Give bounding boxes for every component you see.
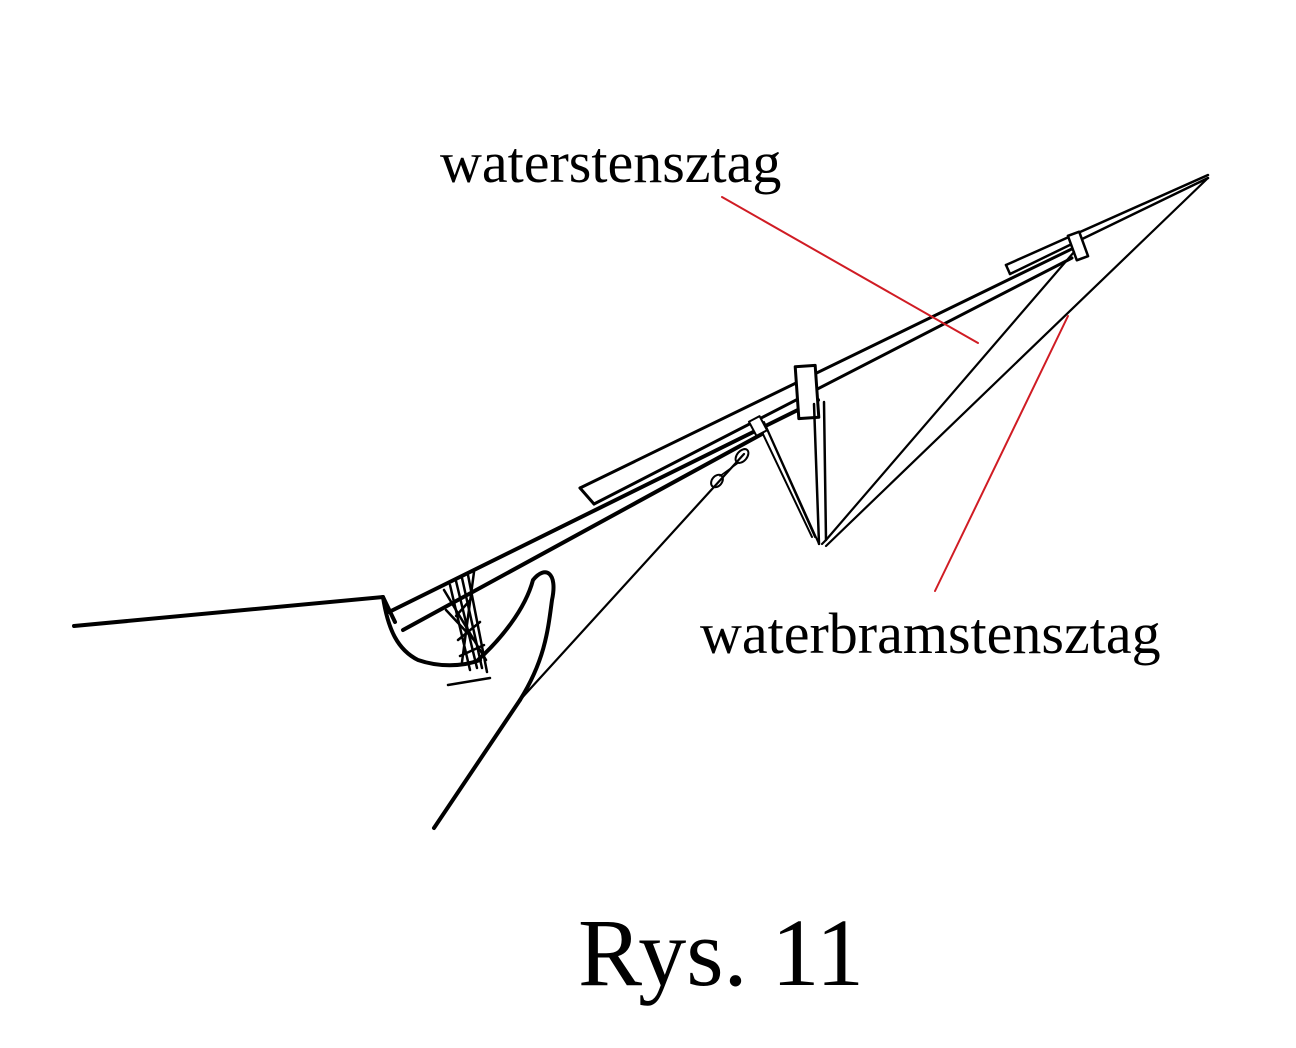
bobstay <box>432 452 746 830</box>
jibboom <box>578 242 1084 506</box>
waterstensztag-stay <box>820 250 1076 546</box>
dolphin-striker <box>812 400 828 546</box>
gammoning-lashing <box>442 570 492 687</box>
label-waterstensztag: waterstensztag <box>440 130 782 195</box>
martingale-stays <box>761 421 820 545</box>
jibboom-cap <box>1066 230 1090 262</box>
bow-hull-curve <box>381 595 482 668</box>
leader-waterbramstensztag <box>934 315 1069 592</box>
deck-line <box>72 595 397 628</box>
bobstay-block-upper <box>734 448 750 464</box>
waterbramstensztag-stay <box>824 176 1210 548</box>
bobstay-block-lower <box>710 473 724 489</box>
flying-jibboom <box>1004 173 1210 276</box>
bobstay-lanyard <box>719 462 739 477</box>
bowsprit <box>387 398 820 632</box>
leader-waterstensztag <box>721 196 979 344</box>
stem-knee <box>476 570 556 702</box>
figure-caption: Rys. 11 <box>578 899 864 1006</box>
label-waterbramstensztag: waterbramstensztag <box>700 601 1161 666</box>
spar-block <box>747 415 769 437</box>
